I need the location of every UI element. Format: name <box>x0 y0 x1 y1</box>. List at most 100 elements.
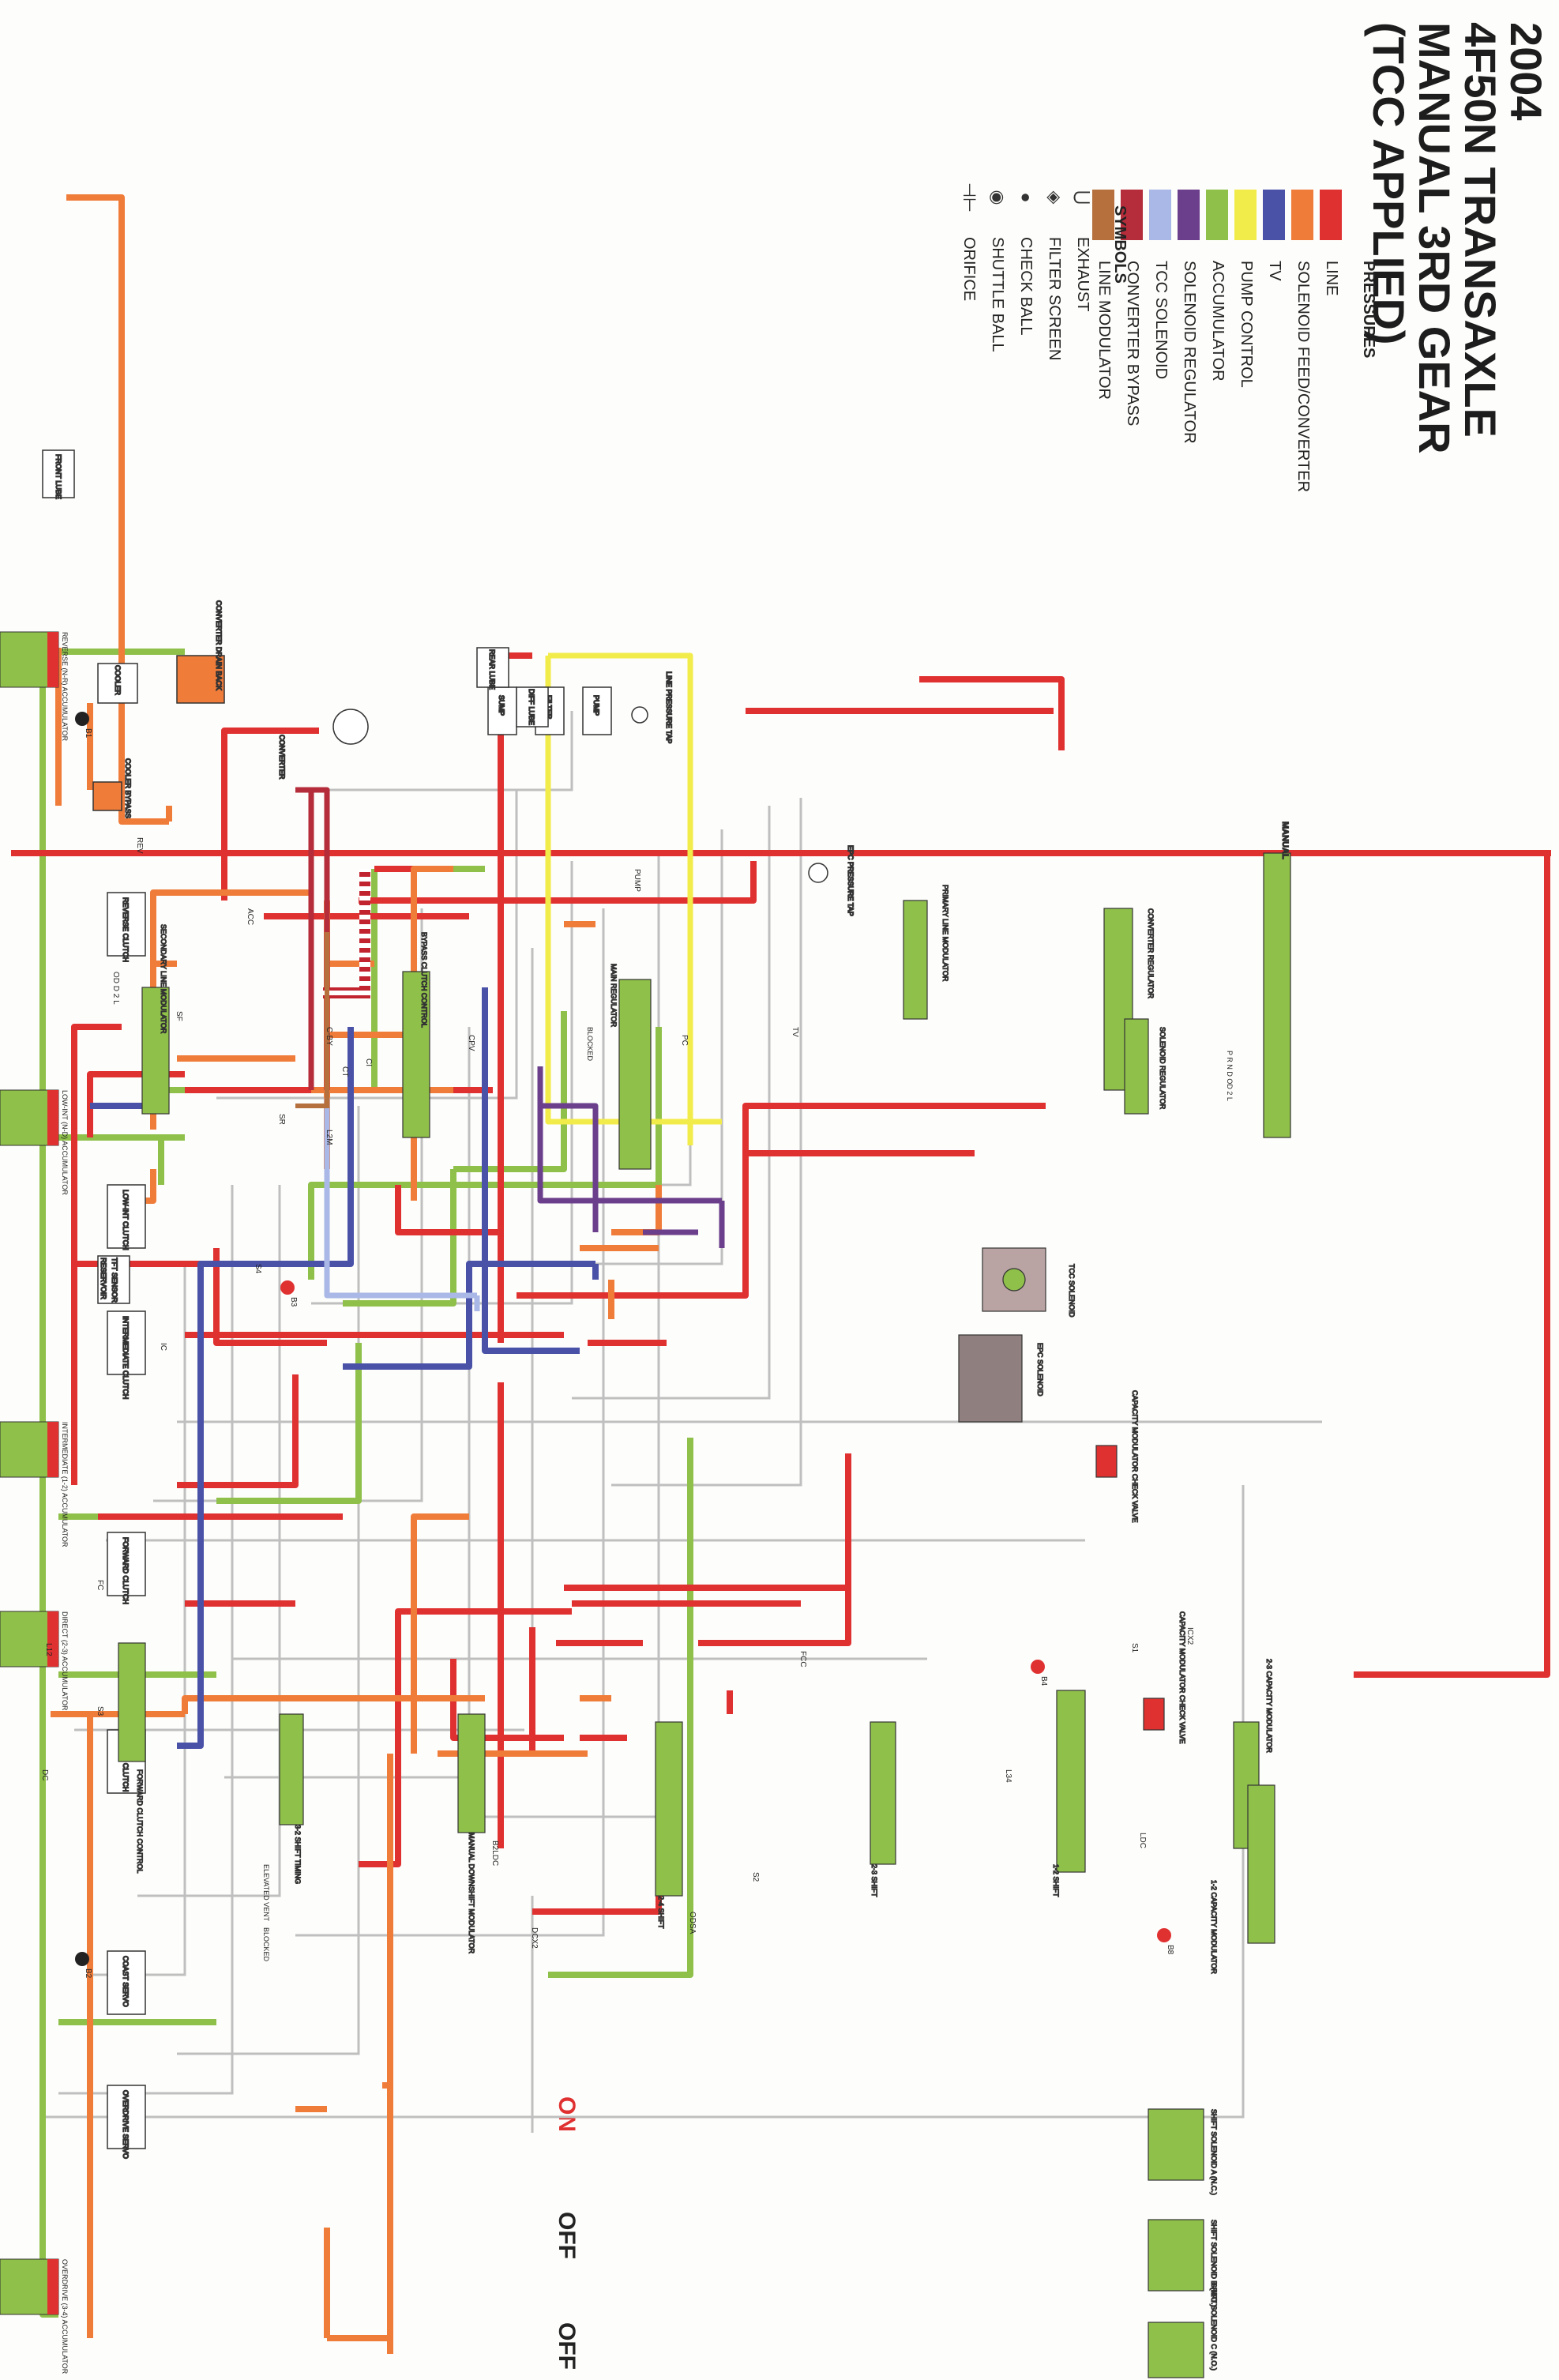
check-balls: B1 B2 B3 B4 B8 <box>75 712 1174 1979</box>
cooler-bypass-label: COOLER BYPASS <box>124 758 132 818</box>
low-int-clutch-label: LOW-INT CLUTCH <box>122 1190 130 1250</box>
primary-line-modulator-valve: PRIMARY LINE MODULATOR <box>903 884 950 1020</box>
2-4-shift-label: 2-4 SHIFT <box>657 1896 665 1929</box>
sump: SUMP <box>487 686 517 735</box>
filter-label: FILTER <box>545 695 553 720</box>
shift-solenoid-a: SHIFT SOLENOID A (N.C.) <box>1148 2108 1219 2195</box>
shift-solenoid-a-label: SHIFT SOLENOID A (N.C.) <box>1210 2109 1218 2195</box>
cooler: COOLER <box>97 663 138 704</box>
valve-bodies: MANUAL CONVERTER REGULATOR SOLENOID REGU… <box>118 821 1291 2378</box>
check-ball-b3-label: B3 <box>289 1297 298 1307</box>
rear-lube: REAR LUBE <box>476 647 509 690</box>
epc-pressure-tap-label: EPC PRESSURE TAP <box>847 845 855 916</box>
reverse-accumulator: REVERSE (N-R) ACCUMULATOR <box>0 631 69 742</box>
manual-downshift-modulator-label: MANUAL DOWNSHIFT MODULATOR <box>468 1833 475 1954</box>
converter-bypass-passages <box>295 787 330 1090</box>
fcc-label: FCC <box>798 1651 807 1668</box>
l2m-label: L2M <box>325 1130 333 1145</box>
od-d-2-l-label: OD D 2 L <box>111 972 120 1005</box>
pump-passage-label: PUMP <box>633 869 641 892</box>
low-int-accumulator-label: LOW-INT (N-D) ACCUMULATOR <box>61 1090 69 1195</box>
line-passages <box>11 652 1551 1915</box>
tcc-solenoid: TCC SOLENOID <box>982 1247 1076 1318</box>
odsa-label: ODSA <box>688 1912 697 1934</box>
misc-labels: BLOCKED BLOCKED ELEVATED VENT P R N D OD… <box>40 837 1234 1962</box>
s1-label: S1 <box>1130 1643 1139 1653</box>
capacity-modulator-check-valve-b: CAPACITY MODULATOR CHECK VALVE <box>1143 1611 1187 1744</box>
converter-drain-back-label: CONVERTER DRAIN BACK <box>215 600 223 690</box>
manual-valve: MANUAL <box>1263 821 1291 1138</box>
low-int-clutch: LOW-INT CLUTCH <box>107 1184 146 1250</box>
solenoid-regulator-label: SOLENOID REGULATOR <box>1159 1027 1166 1110</box>
b2ldc-label: B2LDC <box>490 1840 499 1866</box>
tv-passages <box>90 987 599 1749</box>
check-ball-b2: B2 <box>75 1952 92 1979</box>
lube-cooler-group: FRONT LUBE COOLER COOLER BYPASS CONVERTE… <box>42 449 549 1304</box>
bypass-clutch-control-valve: BYPASS CLUTCH CONTROL <box>402 931 430 1138</box>
solenoid-feed-passages <box>51 194 662 2354</box>
direct-accumulator-label: DIRECT (2-3) ACCUMULATOR <box>61 1611 69 1711</box>
intermediate-clutch-label: INTERMEDIATE CLUTCH <box>122 1316 130 1399</box>
check-ball-b1: B1 <box>75 712 92 739</box>
sf-label: SF <box>175 1011 183 1021</box>
3-2-shift-timing-valve: 3-2 SHIFT TIMING <box>279 1713 304 1885</box>
line-pressure-tap: LINE PRESSURE TAP <box>631 671 674 744</box>
rear-lube-label: REAR LUBE <box>488 649 496 690</box>
s4-label: S4 <box>254 1264 262 1274</box>
reverse-clutch: REVERSE CLUTCH <box>107 892 146 963</box>
shift-solenoid-c: SHIFT SOLENOID C (N.O.) <box>1148 2282 1219 2378</box>
pc-label: PC <box>680 1035 689 1046</box>
check-ball-b1-label: B1 <box>84 728 92 739</box>
ci-label: CI <box>364 1058 373 1066</box>
reservoir-label: RESERVOIR <box>100 1258 107 1299</box>
intermediate-accumulator-label: INTERMEDIATE (1-2) ACCUMULATOR <box>61 1422 69 1547</box>
2-3-capacity-modulator-label: 2-3 CAPACITY MODULATOR <box>1265 1659 1273 1753</box>
main-regulator-label: MAIN REGULATOR <box>610 964 618 1028</box>
prnd-label: P R N D OD 2 L <box>1226 1051 1234 1101</box>
intermediate-accumulator: INTERMEDIATE (1-2) ACCUMULATOR <box>0 1421 69 1547</box>
3-2-shift-timing-label: 3-2 SHIFT TIMING <box>294 1825 302 1884</box>
intermediate-clutch: INTERMEDIATE CLUTCH <box>107 1310 146 1400</box>
solenoid-regulator-passages <box>537 1066 725 1248</box>
overdrive-accumulator: OVERDRIVE (3-4) ACCUMULATOR <box>0 2258 69 2374</box>
manual-valve-label: MANUAL <box>1280 822 1290 859</box>
converter-bypass-striped-passage <box>359 869 370 995</box>
2-4-shift-valve: 2-4 SHIFT <box>655 1721 683 1930</box>
converter-bypass-striped-riser <box>323 987 370 998</box>
forward-clutch-control-label: FORWARD CLUTCH CONTROL <box>136 1769 144 1874</box>
direct-accumulator: DIRECT (2-3) ACCUMULATOR <box>0 1611 69 1711</box>
cooler-label: COOLER <box>114 665 122 696</box>
1-2-capacity-modulator: 1-2 CAPACITY MODULATOR <box>1209 1784 1275 1975</box>
tcc-solenoid-passages <box>324 1098 480 1311</box>
dcx2-label: DCX2 <box>530 1927 539 1949</box>
bypass-clutch-control-label: BYPASS CLUTCH CONTROL <box>420 932 428 1028</box>
shift-solenoid-b: SHIFT SOLENOID B (N.O.) <box>1148 2219 1219 2307</box>
solenoid-regulator-valve: SOLENOID REGULATOR <box>1124 1018 1167 1115</box>
rev-label: REV <box>135 837 144 854</box>
icx2-label: ICX2 <box>1185 1627 1194 1645</box>
sr-label: SR <box>277 1114 286 1125</box>
shift-solenoid-b-label: SHIFT SOLENOID B (N.O.) <box>1210 2220 1218 2307</box>
overdrive-servo: OVERDRIVE SERVO <box>107 2085 146 2160</box>
shift-solenoid-c-label: SHIFT SOLENOID C (N.O.) <box>1210 2283 1218 2371</box>
epc-solenoid-label: EPC SOLENOID <box>1036 1343 1044 1397</box>
capacity-modulator-check-valve-b-label: CAPACITY MODULATOR CHECK VALVE <box>1178 1611 1186 1744</box>
front-lube: FRONT LUBE <box>42 449 75 500</box>
check-ball-b8-label: B8 <box>1166 1945 1174 1955</box>
converter-drain-back: CONVERTER DRAIN BACK <box>176 600 225 704</box>
sump-label: SUMP <box>498 695 505 716</box>
epc-solenoid: EPC SOLENOID <box>958 1334 1045 1423</box>
cpv-label: CPV <box>467 1035 475 1051</box>
capacity-modulator-check-valve-a-label: CAPACITY MODULATOR CHECK VALVE <box>1131 1390 1139 1523</box>
dc-label: DC <box>40 1769 49 1780</box>
forward-clutch-control-valve: FORWARD CLUTCH CONTROL <box>118 1642 146 1874</box>
accumulators: REVERSE (N-R) ACCUMULATOR LOW-INT (N-D) … <box>0 631 69 2374</box>
s2-label: S2 <box>751 1872 760 1882</box>
elevated-vent-label: ELEVATED VENT <box>262 1864 270 1922</box>
clutches: REVERSE CLUTCH LOW-INT CLUTCH INTERMEDIA… <box>107 892 146 2160</box>
pump: PUMP <box>582 686 612 735</box>
front-lube-label: FRONT LUBE <box>54 454 62 499</box>
